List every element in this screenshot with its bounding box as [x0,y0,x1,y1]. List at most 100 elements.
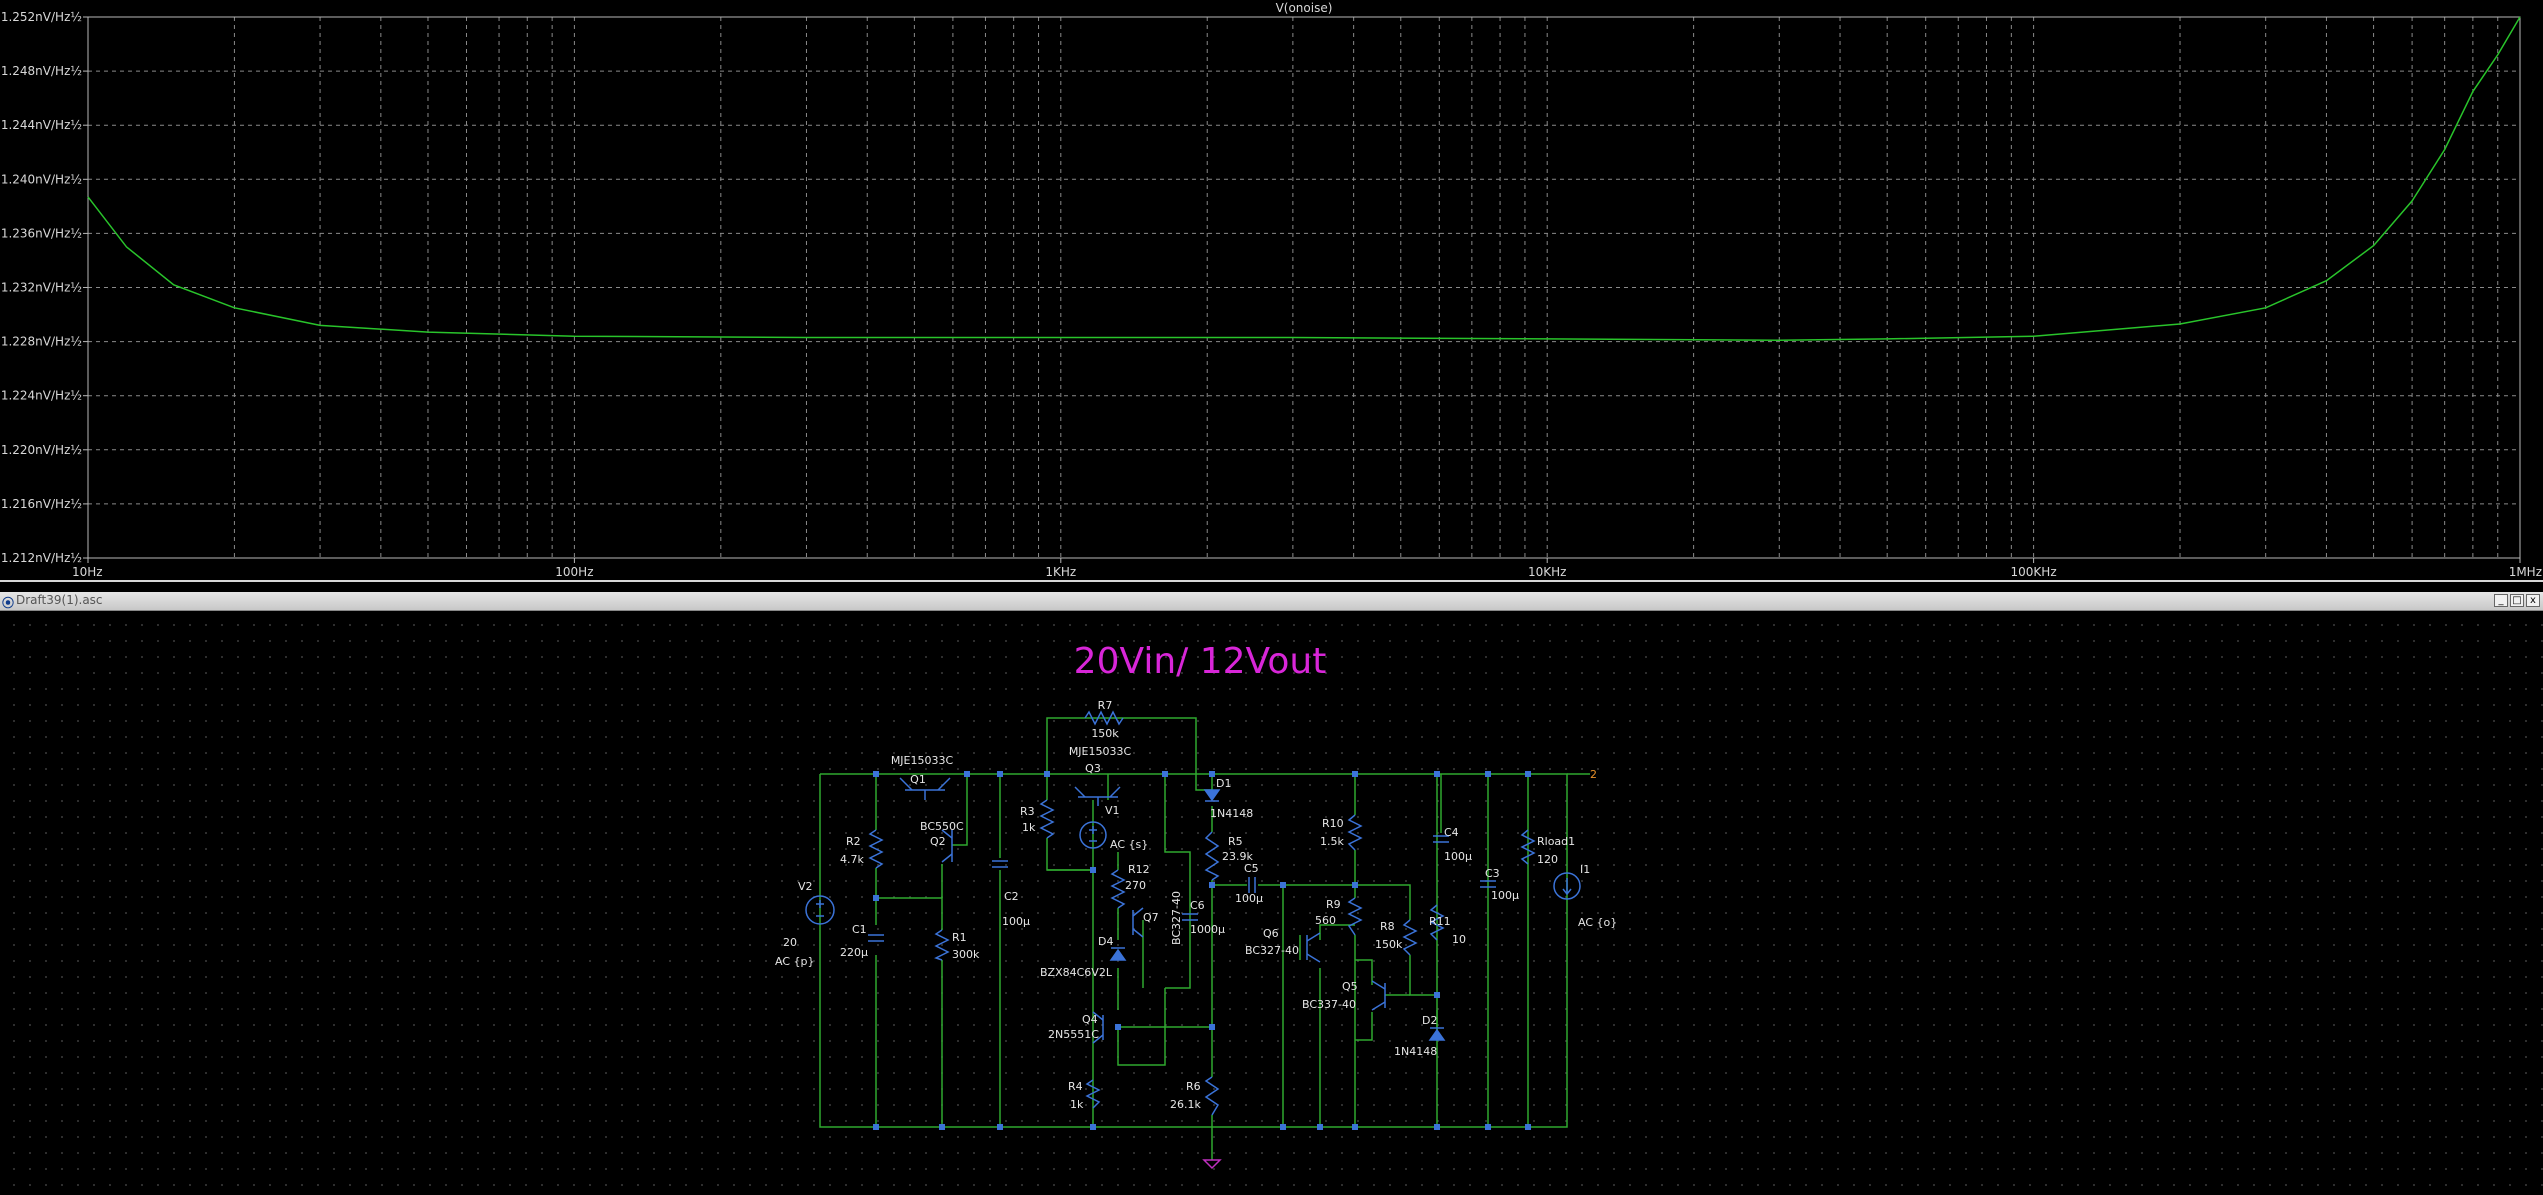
wire-c5-right[interactable] [1258,884,1284,1127]
y-tick-label: 1.220nV/Hz½ [1,443,82,457]
pane-divider[interactable] [0,580,2543,594]
r2-value: 4.7k [840,853,864,866]
rload-value: 120 [1537,853,1558,866]
r9-symbol[interactable] [1347,897,1363,936]
trace-name-label[interactable]: V(onoise) [1276,1,1333,15]
d1-name: D1 [1216,777,1231,790]
q7-part: BC327-40 [1170,891,1183,945]
restore-button[interactable]: □ [2510,594,2524,607]
d4-part: BZX84C6V2L [1040,966,1113,979]
i1-name: I1 [1580,863,1590,876]
d2-part: 1N4148 [1394,1045,1437,1058]
q6-part: BC327-40 [1245,944,1299,957]
wire-r7-right[interactable] [1107,717,1212,791]
r10-symbol[interactable] [1347,814,1363,851]
r12-symbol[interactable] [1110,869,1126,909]
y-axis-ticks: 1.252nV/Hz½ 1.248nV/Hz½ 1.244nV/Hz½ 1.240nV… [1,10,88,565]
q6-symbol[interactable] [1306,932,1321,963]
d1-part: 1N4148 [1210,807,1253,820]
wire-q2-collector[interactable] [952,774,968,846]
i1-source-symbol[interactable] [1553,872,1581,900]
r4-name: R4 [1068,1080,1083,1093]
x-tick-label: 10KHz [1528,565,1566,579]
trace-line-onoise[interactable] [87,16,2521,341]
wire-r7-left[interactable] [1046,717,1107,774]
wire-r8-top[interactable] [1283,884,1411,920]
wires[interactable] [819,717,1590,1160]
r3-name: R3 [1020,805,1035,818]
wire-outer-loop[interactable] [819,773,1568,1128]
minimize-button[interactable]: _ [2494,594,2508,607]
r9-name: R9 [1326,898,1341,911]
r3-symbol[interactable] [1039,799,1055,839]
q5-part: BC337-40 [1302,998,1356,1011]
d2-symbol[interactable] [1428,1027,1446,1041]
c5-symbol[interactable] [1248,877,1256,893]
r6-value: 26.1k [1170,1098,1201,1111]
r4-symbol[interactable] [1085,1079,1101,1109]
schematic-canvas[interactable]: 20Vin/ 12Vout [0,611,2543,1195]
c5-name: C5 [1244,862,1259,875]
ground-symbol[interactable] [1202,1159,1222,1170]
wire-q5-collector[interactable] [1355,959,1373,985]
y-tick-label: 1.248nV/Hz½ [1,64,82,78]
q1-part: MJE15033C [891,754,954,767]
wire-q5-emitter[interactable] [1355,1012,1373,1041]
r8-value: 150k [1375,938,1403,951]
q3-symbol[interactable] [1074,786,1121,806]
c4-symbol[interactable] [1433,835,1449,843]
wire-r2-bottom[interactable] [875,868,943,930]
y-tick-label: 1.240nV/Hz½ [1,172,82,186]
y-tick-label: 1.244nV/Hz½ [1,118,82,132]
q7-symbol[interactable] [1132,907,1144,938]
r7-symbol[interactable] [1084,710,1124,726]
r11-value: 10 [1452,933,1466,946]
schematic-heading[interactable]: 20Vin/ 12Vout [1074,641,1327,682]
q1-symbol[interactable] [899,777,951,800]
component-symbols[interactable] [805,710,1581,1170]
q4-symbol[interactable] [1092,1011,1104,1044]
v2-name: V2 [798,880,813,893]
schematic-file-icon: ⦿ [2,596,15,610]
q2-name: Q2 [930,835,946,848]
c6-symbol[interactable] [1182,913,1198,921]
v1-source-symbol[interactable] [1079,821,1107,849]
wire-r3-bottom[interactable] [1046,838,1093,871]
r6-symbol[interactable] [1204,1076,1220,1116]
v2-source-symbol[interactable] [805,895,835,925]
y-tick-label: 1.252nV/Hz½ [1,10,82,24]
schematic-drawing[interactable]: 20Vin/ 12Vout [0,611,2543,1195]
waveform-viewer[interactable]: V(onoise) 1.252nV/Hz½ 1.248nV/Hz½ 1.244nV/… [0,0,2543,580]
r5-symbol[interactable] [1204,831,1220,881]
q2-symbol[interactable] [941,829,953,863]
v2-ac: AC {p} [775,955,815,968]
y-tick-label: 1.216nV/Hz½ [1,497,82,511]
q5-symbol[interactable] [1371,980,1386,1011]
r7-value: 150k [1091,727,1119,740]
x-tick-label: 10Hz [72,565,103,579]
wire-c6-loop[interactable] [1164,774,1191,989]
wire-r8-bottom[interactable] [1409,955,1437,996]
c4-value: 100µ [1444,850,1472,863]
junction-dots [873,771,1531,1130]
r11-symbol[interactable] [1429,904,1445,941]
c3-value: 100µ [1491,889,1519,902]
r12-name: R12 [1128,863,1150,876]
noise-plot[interactable]: V(onoise) 1.252nV/Hz½ 1.248nV/Hz½ 1.244nV/… [0,0,2543,580]
net-label-2: 2 [1590,768,1597,781]
c3-symbol[interactable] [1480,880,1496,888]
wire-q6-emitter[interactable] [1319,924,1355,940]
r2-symbol[interactable] [868,829,884,869]
c1-symbol[interactable] [868,934,884,942]
x-tick-label: 100Hz [555,565,593,579]
r8-symbol[interactable] [1402,919,1418,956]
rload-symbol[interactable] [1520,829,1536,865]
c2-symbol[interactable] [992,860,1008,868]
d1-symbol[interactable] [1203,789,1221,802]
schematic-window-titlebar[interactable]: ⦿ Draft39(1).asc _ □ x [0,592,2543,611]
d4-symbol[interactable] [1109,947,1127,961]
r1-symbol[interactable] [934,929,950,961]
y-tick-label: 1.232nV/Hz½ [1,281,82,295]
r5-value: 23.9k [1222,850,1253,863]
close-button[interactable]: x [2526,594,2540,607]
